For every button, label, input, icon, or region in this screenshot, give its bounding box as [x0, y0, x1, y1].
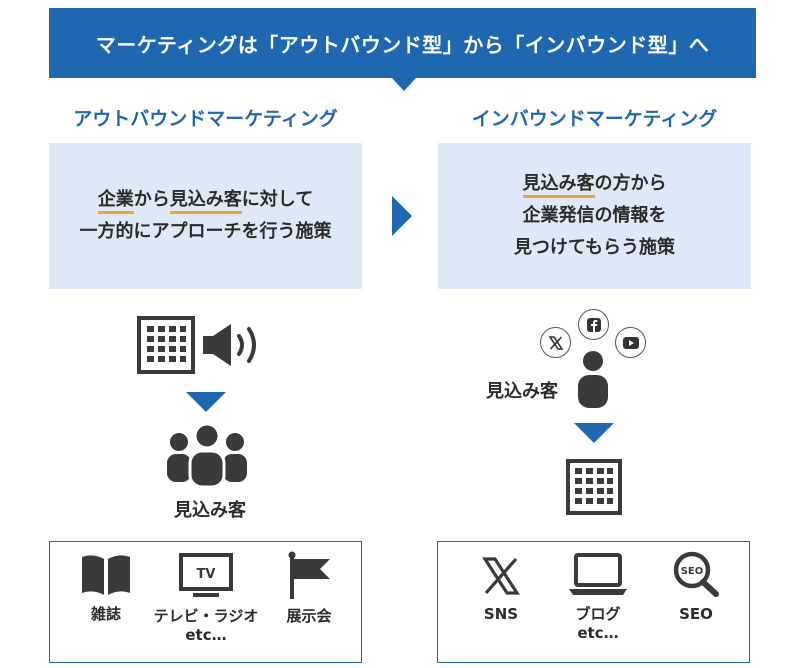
- outbound-desc-line-1: 企業から見込み客に対して: [97, 184, 314, 216]
- media-item-seo: SEO SEO: [648, 551, 744, 624]
- building-icon: [566, 459, 622, 515]
- inbound-desc-line-1: 見込み客の方から: [522, 168, 667, 200]
- inbound-media-box: SNS ブログ etc… SEO SEO: [437, 541, 750, 663]
- transition-arrow: [392, 196, 412, 236]
- seo-icon-text: SEO: [681, 566, 704, 577]
- sns-bubble-facebook: [578, 309, 609, 340]
- title-banner: マーケティングは「アウトバウンド型」から「インバウンド型」へ: [49, 8, 756, 78]
- media-item-exhibition: 展示会: [264, 551, 354, 626]
- media-label-tv-radio: テレビ・ラジオ: [153, 607, 259, 625]
- media-label-blog-etc: etc…: [577, 624, 619, 642]
- youtube-icon: [622, 336, 639, 349]
- x-logo-icon: [482, 557, 520, 595]
- outbound-desc-underlined-prospect: 見込み客: [169, 189, 242, 214]
- outbound-media-box: 雑誌 TV テレビ・ラジオ etc… 展示会: [49, 541, 362, 663]
- flag-icon: [288, 551, 330, 599]
- outbound-down-arrow: [186, 392, 226, 412]
- media-label-seo: SEO: [679, 605, 713, 623]
- media-label-blog: ブログ: [575, 605, 621, 623]
- x-logo-small-icon: [548, 335, 563, 350]
- inbound-heading: インバウンドマーケティング: [471, 108, 718, 130]
- outbound-desc-text-2: に対して: [241, 189, 314, 210]
- outbound-desc-text: から: [133, 189, 170, 210]
- seo-magnifier-icon: SEO: [673, 551, 719, 597]
- media-label-tv-etc: etc…: [185, 626, 227, 644]
- sns-bubble-youtube: [615, 327, 646, 358]
- media-item-magazine: 雑誌: [56, 553, 156, 624]
- inbound-desc-line-2: 企業発信の情報を: [522, 205, 667, 226]
- media-label-exhibition: 展示会: [286, 607, 332, 625]
- laptop-icon: [569, 553, 627, 595]
- inbound-down-arrow: [574, 423, 614, 443]
- speaker-icon: [203, 324, 256, 366]
- tv-icon-text: TV: [197, 567, 216, 582]
- building-icon: [137, 316, 195, 374]
- sns-bubble-x: [540, 327, 571, 358]
- inbound-description-box: 見込み客の方から 企業発信の情報を 見つけてもらう施策: [438, 143, 751, 289]
- media-item-tv-radio: TV テレビ・ラジオ etc…: [150, 553, 262, 645]
- prospect-person-icon: [578, 351, 608, 408]
- media-label-sns: SNS: [483, 605, 519, 623]
- media-label-magazine: 雑誌: [90, 605, 121, 623]
- inbound-desc-text: の方から: [594, 173, 667, 194]
- outbound-heading: アウトバウンドマーケティング: [73, 108, 338, 130]
- outbound-company-megaphone-group: [137, 316, 256, 374]
- outbound-prospect-label: 見込み客: [174, 500, 246, 521]
- book-icon: [82, 555, 130, 595]
- banner-pointer: [391, 77, 417, 91]
- inbound-desc-line-3: 見つけてもらう施策: [513, 237, 676, 258]
- tv-icon: TV: [179, 553, 233, 597]
- inbound-prospect-label: 見込み客: [486, 381, 558, 402]
- outbound-desc-underlined-company: 企業: [97, 189, 134, 214]
- outbound-description-box: 企業から見込み客に対して 一方的にアプローチを行う施策: [49, 143, 362, 289]
- facebook-icon: [586, 317, 601, 332]
- banner-title: マーケティングは「アウトバウンド型」から「インバウンド型」へ: [95, 32, 710, 57]
- media-item-sns: SNS: [456, 555, 546, 624]
- inbound-desc-underlined-prospect: 見込み客: [522, 173, 595, 198]
- outbound-desc-line-2: 一方的にアプローチを行う施策: [79, 221, 332, 242]
- media-item-blog: ブログ etc…: [548, 553, 648, 643]
- prospect-group-icon: [167, 422, 247, 488]
